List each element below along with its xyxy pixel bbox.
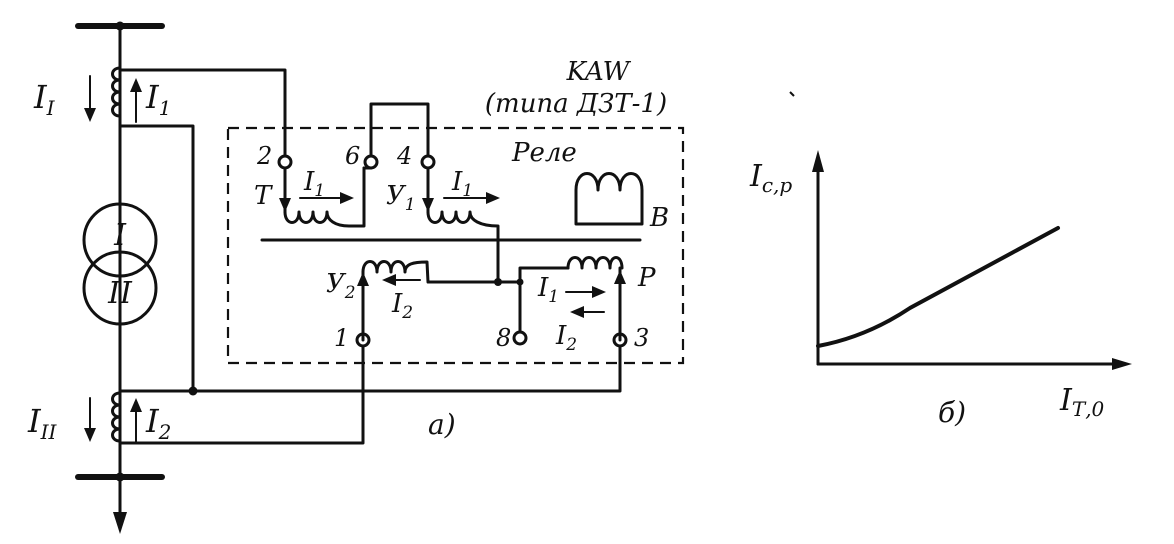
- primary-current-2-label: III: [27, 402, 58, 444]
- wire-common-to-terminal-3: [118, 344, 622, 393]
- bottom-junction-dot: [115, 472, 125, 482]
- terminal-2-label: 2: [256, 142, 272, 170]
- relay-enclosure: [226, 126, 685, 365]
- terminal-4: [420, 154, 436, 170]
- eq2-winding-coil: [361, 260, 500, 284]
- ct2-secondary-arrow-head: [130, 398, 142, 412]
- terminal-6: [363, 154, 379, 170]
- relay-name: KAW: [566, 57, 632, 87]
- terminal-6-label: 6: [345, 142, 360, 170]
- ct2-primary-arrow-head: [84, 428, 96, 442]
- eq2-current-label: I2: [391, 289, 413, 323]
- plot-x-axis-arrow: [1112, 358, 1132, 370]
- primary-current-1-label: II: [33, 78, 56, 120]
- secondary-winding-label: В: [649, 203, 669, 233]
- transformer-winding-1: [82, 202, 158, 278]
- wire-ct2-to-terminal-1: [118, 344, 365, 445]
- relay-title: Реле: [511, 138, 577, 168]
- plot-y-axis-label: Iс,р: [749, 159, 792, 197]
- transformer-winding-1-label: I: [113, 218, 127, 253]
- brake-winding-coil: [283, 166, 366, 228]
- eq1-current-label: I1: [451, 167, 473, 201]
- secondary-current-1-label: I1: [145, 78, 171, 120]
- caption-right: б): [938, 396, 966, 429]
- relay-type: (типа ДЗТ-1): [485, 89, 667, 119]
- eq1-winding-arrow: [422, 198, 434, 212]
- secondary-current-2-label: I2: [145, 402, 171, 444]
- secondary-winding-coil: [574, 172, 644, 226]
- eq1-current-arrow-head: [486, 192, 500, 204]
- common-junction-dot: [188, 386, 198, 396]
- work-current-1-label: I1: [537, 273, 559, 307]
- working-winding-coil: [566, 256, 624, 270]
- ct1-primary-arrow-head: [84, 108, 96, 122]
- terminal-4-label: 4: [396, 142, 412, 170]
- working-winding-label: Р: [637, 263, 656, 293]
- terminal-3-label: 3: [634, 324, 649, 352]
- eq1-winding-label: У1: [386, 181, 416, 215]
- brake-current-arrow-head: [340, 192, 354, 204]
- output-arrow: [113, 512, 127, 534]
- ct1-winding: [111, 66, 122, 118]
- top-junction-dot: [115, 21, 125, 31]
- terminal-8-label: 8: [496, 324, 511, 352]
- transformer-winding-2-label: II: [107, 276, 133, 311]
- plot-characteristic-curve: [816, 226, 1060, 348]
- stray-mark: [789, 91, 795, 97]
- brake-winding-label: Т: [254, 181, 273, 211]
- plot-x-axis-label: IТ,0: [1059, 383, 1105, 421]
- brake-winding-arrow: [279, 198, 291, 212]
- work-current-2-arrow-head: [570, 306, 584, 318]
- plot-y-axis-arrow: [812, 150, 824, 172]
- eq1-winding-coil: [426, 210, 500, 284]
- work-current-2-label: I2: [555, 321, 577, 355]
- wire-junction-to-working: [496, 266, 570, 284]
- work-current-1-arrow-head: [592, 286, 606, 298]
- terminal-3: [612, 332, 628, 348]
- terminal-1-label: 1: [334, 324, 349, 352]
- eq2-winding-arrow: [357, 272, 369, 286]
- eq2-current-arrow-head: [382, 274, 396, 286]
- ct2-winding: [111, 391, 122, 443]
- brake-current-label: I1: [303, 167, 325, 201]
- wire-terminal-6-to-4: [369, 102, 430, 158]
- eq2-winding-label: У2: [326, 269, 356, 303]
- ct1-secondary-arrow-head: [130, 78, 142, 92]
- terminal-8: [512, 330, 528, 346]
- wire-ct1-return: [118, 124, 195, 393]
- working-winding-arrow: [614, 270, 626, 284]
- terminal-2: [277, 154, 293, 170]
- terminal-1: [355, 332, 371, 348]
- transformer-winding-2: [82, 250, 158, 326]
- caption-left: а): [428, 408, 456, 441]
